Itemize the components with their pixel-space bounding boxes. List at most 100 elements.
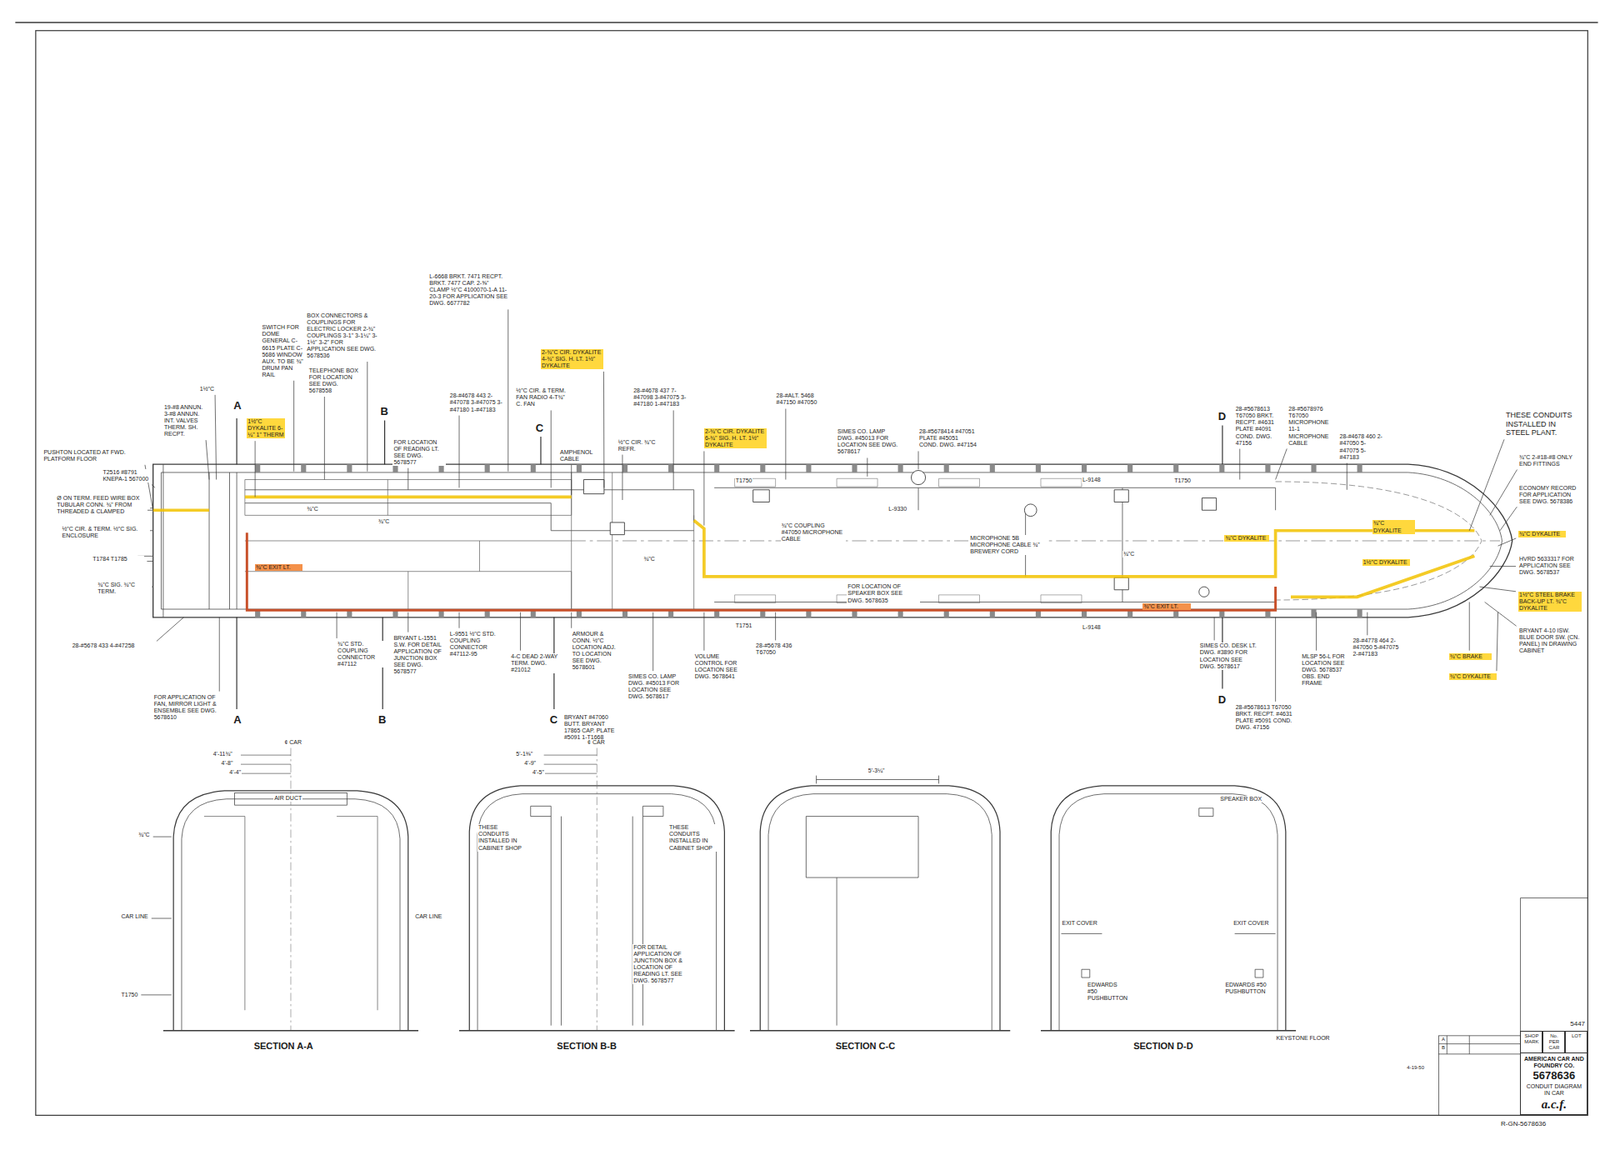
leader-line bbox=[459, 612, 460, 629]
callout-label: L-9148 bbox=[1081, 476, 1102, 484]
leader-line bbox=[621, 455, 623, 500]
title-note: 4-19-50 bbox=[1405, 1065, 1425, 1071]
leader-line bbox=[150, 507, 154, 509]
callout-label: 28-#4678 460 2-#47050 5-#47075 5-#47183 bbox=[1339, 433, 1386, 460]
callout-label: T1750 bbox=[735, 477, 754, 485]
callout-label: T1750 bbox=[120, 991, 139, 999]
leader-line bbox=[407, 612, 409, 633]
title-cell: SHOP MARK bbox=[1520, 1030, 1543, 1054]
title-text: CONDUIT DIAGRAM IN CAR bbox=[1522, 1083, 1585, 1097]
drawing-line bbox=[153, 464, 1513, 618]
title-cell: No. PER CAR bbox=[1542, 1030, 1565, 1054]
callout-label: BOX CONNECTORS & COUPLINGS FOR ELECTRIC … bbox=[305, 312, 380, 360]
dimension-label: 4'-4" bbox=[228, 769, 242, 776]
leader-line bbox=[1239, 449, 1240, 480]
callout-label: BRYANT L-1551 S.W. FOR DETAIL APPLICATIO… bbox=[392, 635, 445, 675]
leader-line bbox=[866, 457, 868, 476]
callout-label: L-9551 ½"C STD. COUPLING CONNECTOR #4711… bbox=[449, 630, 507, 658]
drawing-line bbox=[122, 510, 154, 587]
leader-line bbox=[151, 484, 155, 488]
leader-line bbox=[1490, 470, 1518, 516]
drawing-line bbox=[760, 785, 1000, 1031]
callout-label: 28-#5678414 #47051 PLATE #45051 COND. DW… bbox=[918, 428, 980, 449]
leader-line bbox=[918, 450, 920, 470]
callout-label: 28-#5678 433 4-#47258 bbox=[71, 642, 155, 650]
leader-line bbox=[570, 612, 572, 629]
title-block: AMERICAN CAR AND FOUNDRY CO.5678636CONDU… bbox=[1520, 1052, 1588, 1115]
drawing-line bbox=[1059, 794, 1278, 1031]
callout-label: VOLUME CONTROL FOR LOCATION SEE DWG. 567… bbox=[694, 653, 745, 680]
leader-line bbox=[336, 612, 338, 639]
leader-line bbox=[459, 415, 460, 489]
callout-label: CAR LINE bbox=[120, 913, 149, 920]
leader-line bbox=[652, 612, 654, 671]
callout-label: T2516 #8791 KNEPA-1 567000 bbox=[101, 469, 150, 483]
leader-line bbox=[1315, 612, 1317, 651]
dimension-label: 5'-1⅜" bbox=[515, 750, 534, 758]
drawing-line bbox=[236, 418, 1223, 710]
drawing-line bbox=[15, 22, 1598, 1115]
callout-label: ½"C CIR. & TERM. FAN RADIO 4-T¾" C. FAN bbox=[515, 387, 568, 408]
leader-line bbox=[1469, 601, 1470, 650]
callout-label: BRYANT #47060 BUTT. BRYANT 17865 CAP. PL… bbox=[563, 714, 621, 741]
title-cell: LOT bbox=[1565, 1030, 1588, 1054]
callout-label: 1½"C DYKALITE 6-¼" 1" THERM bbox=[246, 418, 285, 439]
callout-label: HVRD 5633317 FOR APPLICATION SEE DWG. 56… bbox=[1518, 555, 1581, 576]
cell-heading: No. PER CAR bbox=[1544, 1033, 1564, 1051]
leader-line bbox=[703, 612, 705, 651]
section-title: SECTION C-C bbox=[835, 1040, 897, 1052]
callout-label: 1½"C bbox=[199, 385, 215, 393]
callout-label: ¾"C DYKALITE bbox=[1224, 535, 1269, 542]
drawing-line bbox=[290, 748, 291, 1031]
callout-label: L-9330 bbox=[887, 505, 908, 513]
dimension-label: 4'-9" bbox=[523, 760, 537, 767]
callout-label: 1½"C STEEL BRAKE BACK-UP LT. ¾"C DYKALIT… bbox=[1518, 591, 1581, 612]
leader-line bbox=[146, 560, 153, 562]
leader-line bbox=[1214, 617, 1215, 641]
callout-label: T1750 bbox=[1173, 477, 1192, 485]
section-mark: B bbox=[377, 714, 387, 727]
title-note: 5447 bbox=[1569, 1020, 1586, 1028]
callout-label: MICROPHONE 5B MICROPHONE CABLE ¾" BREWER… bbox=[969, 535, 1048, 555]
dimension-label: 4'-8" bbox=[220, 760, 234, 767]
callout-label: T1784 T1785 bbox=[91, 555, 145, 563]
drawing-line bbox=[1439, 1035, 1521, 1055]
callout-label: FOR APPLICATION OF FAN, MIRROR LIGHT & E… bbox=[153, 694, 227, 721]
leader-line bbox=[703, 450, 705, 525]
callout-label: ¾"C STD. COUPLING CONNECTOR #47112 bbox=[336, 640, 390, 668]
callout-label: EXIT COVER bbox=[1060, 920, 1098, 927]
drawing-line bbox=[805, 775, 939, 1026]
cell-heading: SHOP MARK bbox=[1521, 1033, 1541, 1045]
callout-label: THESE CONDUITS INSTALLED IN CABINET SHOP bbox=[668, 824, 720, 851]
section-mark: D bbox=[1217, 410, 1227, 424]
section-mark: A bbox=[232, 400, 242, 413]
leader-line bbox=[1469, 439, 1505, 530]
leader-line bbox=[151, 918, 172, 920]
drawing-line bbox=[1439, 898, 1589, 1116]
cell-heading: LOT bbox=[1566, 1033, 1586, 1040]
dimension-label: ¢ CAR bbox=[586, 739, 606, 746]
callout-label: FOR LOCATION OF SPEAKER BOX SEE DWG. 567… bbox=[846, 583, 920, 604]
leader-line bbox=[603, 371, 605, 488]
leader-line bbox=[153, 836, 172, 838]
callout-label: MLSP 56-L FOR LOCATION SEE DWG. 5678537 … bbox=[1300, 653, 1349, 687]
callout-label: 28-#5678613 T67050 BRKT. RECPT. #4631 PL… bbox=[1235, 405, 1282, 446]
leader-line bbox=[1490, 565, 1516, 567]
callout-label: ¾"C SIG. ¾"C TERM. bbox=[96, 581, 152, 595]
leader-line bbox=[785, 409, 786, 480]
leader-line bbox=[1275, 448, 1288, 480]
leader-line bbox=[1346, 463, 1348, 490]
callout-label: ¾"C bbox=[137, 831, 150, 839]
callout-label: ¾"C bbox=[1122, 550, 1135, 558]
leader-line bbox=[140, 994, 171, 995]
callout-label: BRYANT 4-10 ISW. BLUE DOOR SW. (CN. PANE… bbox=[1518, 627, 1581, 655]
leader-line bbox=[293, 380, 295, 472]
callout-label: SIMES CO. DESK LT. DWG. #3890 FOR LOCATI… bbox=[1199, 642, 1260, 670]
callout-label: 28-#5678 436 T67050 bbox=[755, 642, 803, 656]
leader-line bbox=[324, 396, 325, 480]
title-note: B bbox=[1440, 1045, 1446, 1051]
drawing-line bbox=[1199, 586, 1210, 597]
callout-label: 28-#4678 443 2-#47078 3-#47075 3-#47180 … bbox=[449, 392, 507, 413]
drawing-line bbox=[1060, 808, 1275, 978]
